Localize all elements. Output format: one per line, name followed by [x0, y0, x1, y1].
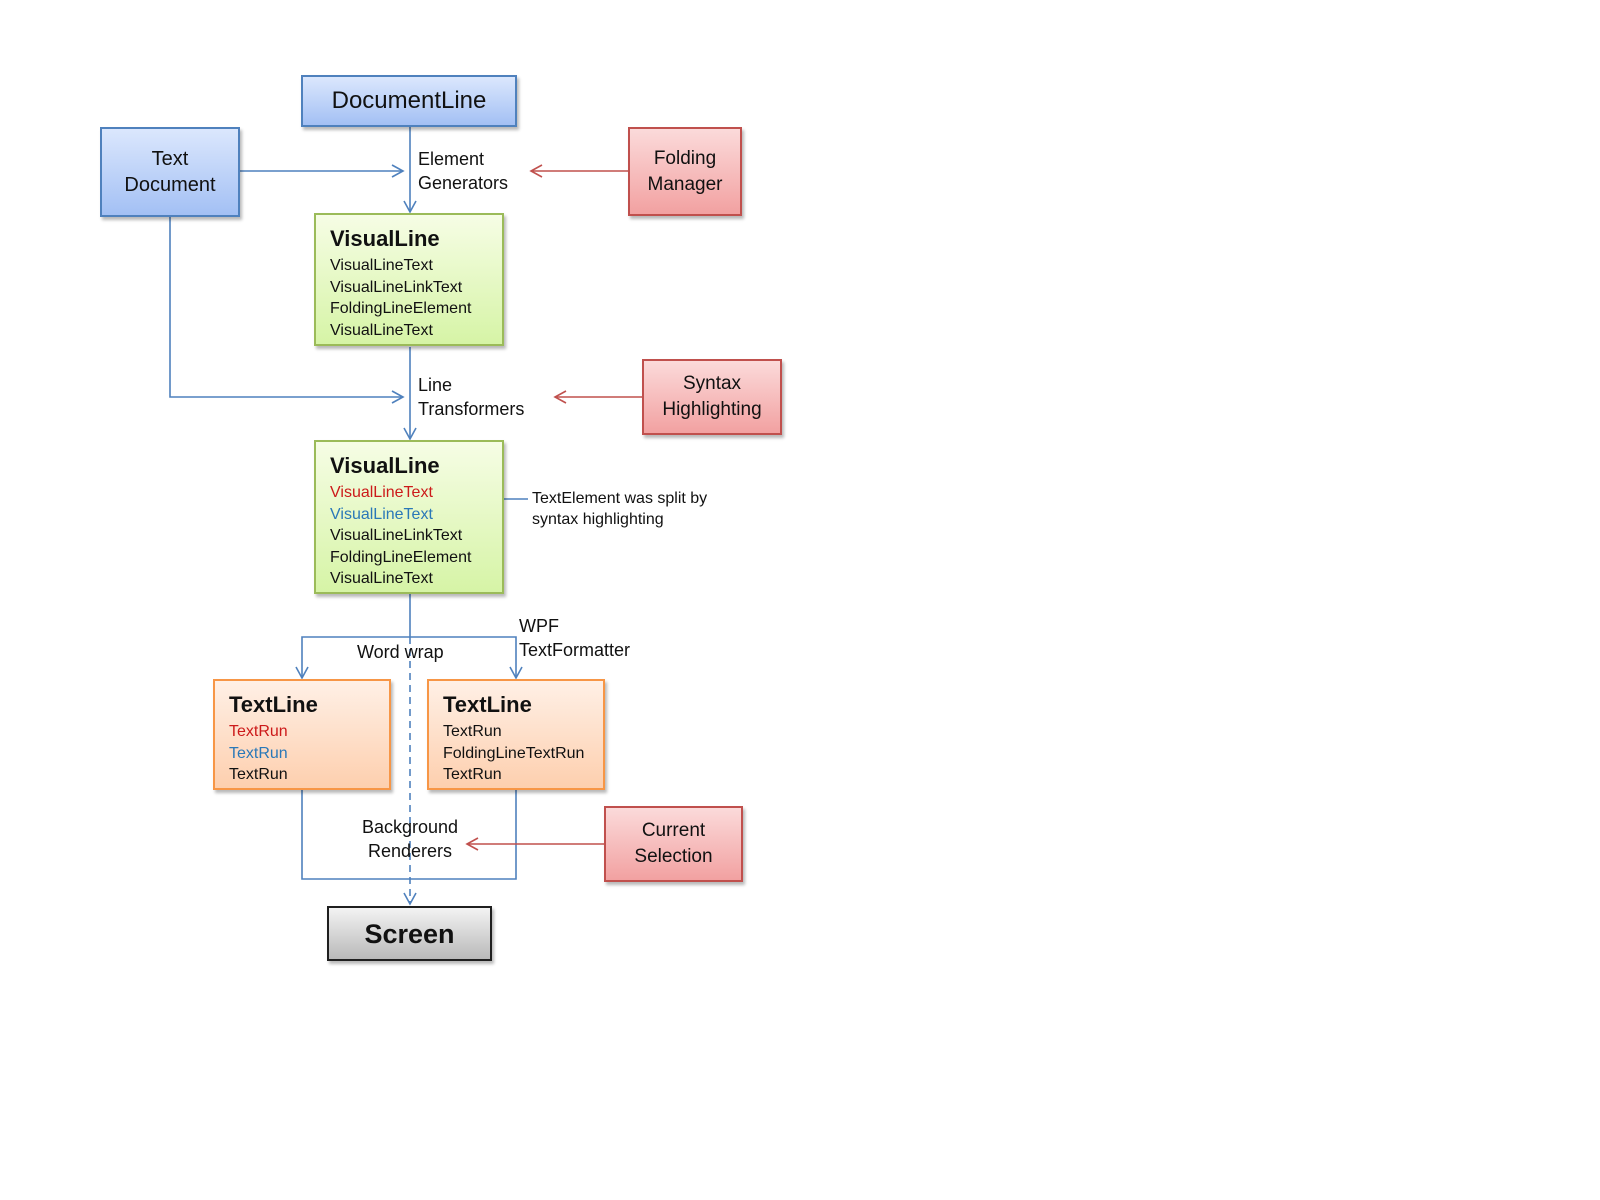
text-line-1-item: TextRun	[229, 766, 288, 783]
current-selection-node: Current Selection	[604, 806, 743, 882]
background-renderers-line1: Background	[361, 817, 459, 837]
arrow-textdocument-to-transformers	[169, 217, 405, 404]
wpf-text-formatter-line1: WPF	[519, 616, 559, 636]
document-line-node: DocumentLine	[301, 75, 517, 127]
visual-line-2-item-highlighted-red: VisualLineText	[330, 484, 433, 501]
word-wrap-label: Word wrap	[357, 642, 444, 662]
background-renderers-label: Background Renderers	[350, 815, 470, 863]
text-line-2-item: TextRun	[443, 723, 502, 740]
visual-line-1-item: VisualLineText	[330, 321, 433, 339]
folding-manager-label-line2: Manager	[647, 173, 723, 195]
current-selection-label-line2: Selection	[634, 846, 713, 867]
visual-line-2-item: VisualLineLinkText	[330, 527, 463, 544]
split-note-line2: syntax highlighting	[532, 511, 664, 528]
text-line-2-title: TextLine	[443, 692, 532, 717]
line-transformers-line1: Line	[418, 375, 453, 395]
text-line-2-item: TextRun	[443, 766, 502, 783]
line-transformers-line2: Transformers	[418, 399, 525, 419]
text-line-node-2: TextLine TextRun FoldingLineTextRun Text…	[427, 679, 605, 790]
arrow-wrap-to-textline-right	[410, 636, 523, 680]
wpf-text-formatter-label: WPF TextFormatter	[519, 614, 630, 662]
text-document-node: Text Document	[100, 127, 240, 217]
element-generators-label: Element Generators	[418, 147, 508, 195]
text-line-2-item: FoldingLineTextRun	[443, 744, 585, 762]
screen-label: Screen	[364, 918, 455, 949]
split-note-line1: TextElement was split by	[532, 490, 708, 507]
visual-line-2-item: VisualLineText	[330, 570, 433, 587]
visual-line-node-2: VisualLine VisualLineText VisualLineText…	[314, 440, 504, 594]
folding-manager-label-line1: Folding	[653, 147, 717, 169]
element-generators-line1: Element	[418, 149, 485, 169]
visual-line-node-1: VisualLine VisualLineText VisualLineLink…	[314, 213, 504, 346]
split-note: TextElement was split by syntax highligh…	[532, 488, 707, 530]
screen-node: Screen	[327, 906, 492, 961]
visual-line-2-item: FoldingLineElement	[330, 548, 472, 566]
syntax-highlighting-label-line1: Syntax	[682, 373, 742, 394]
text-line-node-1: TextLine TextRun TextRun TextRun	[213, 679, 391, 790]
visual-line-2-item-highlighted-blue: VisualLineText	[330, 505, 433, 523]
folding-manager-node: Folding Manager	[628, 127, 742, 216]
current-selection-label-line1: Current	[641, 820, 706, 841]
line-textlines-to-renderers	[301, 790, 517, 880]
text-line-1-item-highlighted-red: TextRun	[229, 723, 288, 740]
visual-line-1-title: VisualLine	[330, 226, 440, 251]
arrow-wrap-to-textline-left	[295, 636, 410, 680]
text-document-label-line2: Document	[124, 174, 216, 196]
text-document-label-line1: Text	[151, 148, 189, 170]
visual-line-1-item: FoldingLineElement	[330, 300, 472, 317]
text-line-1-title: TextLine	[229, 692, 318, 717]
text-line-1-item-highlighted-blue: TextRun	[229, 744, 288, 762]
visual-line-1-item: VisualLineText	[330, 257, 433, 274]
element-generators-line2: Generators	[418, 173, 509, 193]
syntax-highlighting-label-line2: Highlighting	[662, 399, 762, 420]
visual-line-1-item: VisualLineLinkText	[330, 278, 463, 296]
syntax-highlighting-node: Syntax Highlighting	[642, 359, 782, 435]
background-renderers-line2: Renderers	[367, 841, 453, 861]
document-line-label: DocumentLine	[331, 87, 487, 114]
line-transformers-label: Line Transformers	[418, 373, 524, 421]
wpf-text-formatter-line2: TextFormatter	[519, 640, 631, 660]
visual-line-2-title: VisualLine	[330, 453, 440, 478]
